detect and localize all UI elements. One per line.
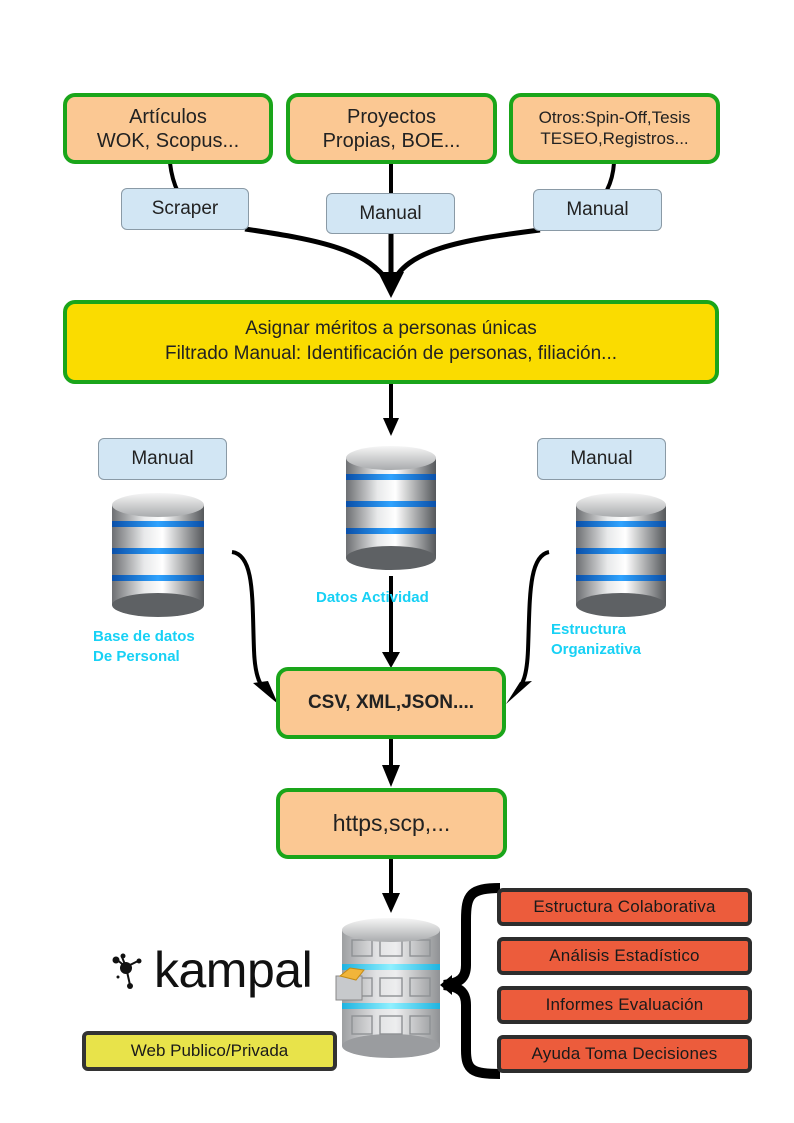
wire-personal-to-formats bbox=[231, 550, 270, 694]
process-assign-merits: Asignar méritos a personas únicas Filtra… bbox=[63, 300, 719, 384]
arrowhead-formats-left bbox=[253, 680, 278, 704]
output-analisis-estadistico: Análisis Estadístico bbox=[497, 937, 752, 975]
output-informes-evaluacion: Informes Evaluación bbox=[497, 986, 752, 1024]
tag-scraper: Scraper bbox=[121, 188, 249, 230]
transport-label: https,scp,... bbox=[332, 809, 451, 836]
db-label-estructura-line2: Organizativa bbox=[551, 641, 642, 659]
db-label-personal: Base de datos De Personal bbox=[93, 627, 195, 668]
arrowhead-formats-top bbox=[382, 652, 400, 668]
db-label-estructura: Estructura Organizativa bbox=[551, 620, 641, 661]
source-otros-title: Otros:Spin-Off,Tesis bbox=[538, 108, 691, 128]
tag-manual-personal: Manual bbox=[98, 438, 227, 480]
arrowhead-brace bbox=[440, 975, 452, 995]
arrowhead-transport bbox=[382, 765, 400, 787]
arrowhead-formats-right bbox=[506, 681, 532, 704]
source-articulos-detail: WOK, Scopus... bbox=[96, 129, 240, 152]
formats-box: CSV, XML,JSON.... bbox=[276, 667, 506, 739]
source-proyectos: Proyectos Propias, BOE... bbox=[286, 93, 497, 164]
source-articulos-title: Artículos bbox=[129, 105, 207, 128]
wire-estructura-to-formats bbox=[514, 550, 550, 694]
process-detail: Filtrado Manual: Identificación de perso… bbox=[164, 343, 618, 364]
process-title: Asignar méritos a personas únicas bbox=[245, 318, 537, 340]
file-server-icon bbox=[335, 918, 440, 1058]
formats-label: CSV, XML,JSON.... bbox=[307, 691, 475, 713]
source-otros: Otros:Spin-Off,Tesis TESEO,Registros... bbox=[509, 93, 720, 164]
source-proyectos-detail: Propias, BOE... bbox=[322, 129, 461, 152]
tag-manual-proyectos: Manual bbox=[326, 193, 455, 234]
arrowhead-server bbox=[382, 893, 400, 913]
source-articulos: Artículos WOK, Scopus... bbox=[63, 93, 273, 164]
output-estructura-colaborativa: Estructura Colaborativa bbox=[497, 888, 752, 926]
source-proyectos-title: Proyectos bbox=[347, 105, 436, 128]
kampal-brand: kampal bbox=[154, 942, 313, 998]
curly-brace bbox=[443, 883, 501, 1079]
arrowhead-actividad bbox=[383, 418, 399, 436]
arrowhead-process bbox=[378, 272, 404, 298]
db-label-personal-line2: De Personal bbox=[93, 648, 180, 666]
db-label-personal-line1: Base de datos bbox=[93, 628, 195, 645]
database-icon-personal bbox=[112, 493, 204, 617]
wire-otros-manual bbox=[605, 162, 616, 191]
molecule-logo-icon bbox=[112, 953, 142, 989]
wire-manual2-to-process bbox=[389, 227, 541, 286]
tag-manual-otros: Manual bbox=[533, 189, 662, 231]
database-icon-estructura bbox=[576, 493, 666, 617]
source-otros-detail: TESEO,Registros... bbox=[540, 128, 689, 148]
web-publico-privada: Web Publico/Privada bbox=[82, 1031, 337, 1071]
tag-manual-estructura: Manual bbox=[537, 438, 666, 480]
db-label-estructura-line1: Estructura bbox=[551, 621, 627, 638]
database-icon-actividad bbox=[346, 446, 436, 570]
wire-scraper-to-process bbox=[244, 226, 393, 287]
db-label-actividad: Datos Actividad bbox=[316, 589, 429, 606]
transport-box: https,scp,... bbox=[276, 788, 507, 859]
output-ayuda-toma-decisiones: Ayuda Toma Decisiones bbox=[497, 1035, 752, 1073]
